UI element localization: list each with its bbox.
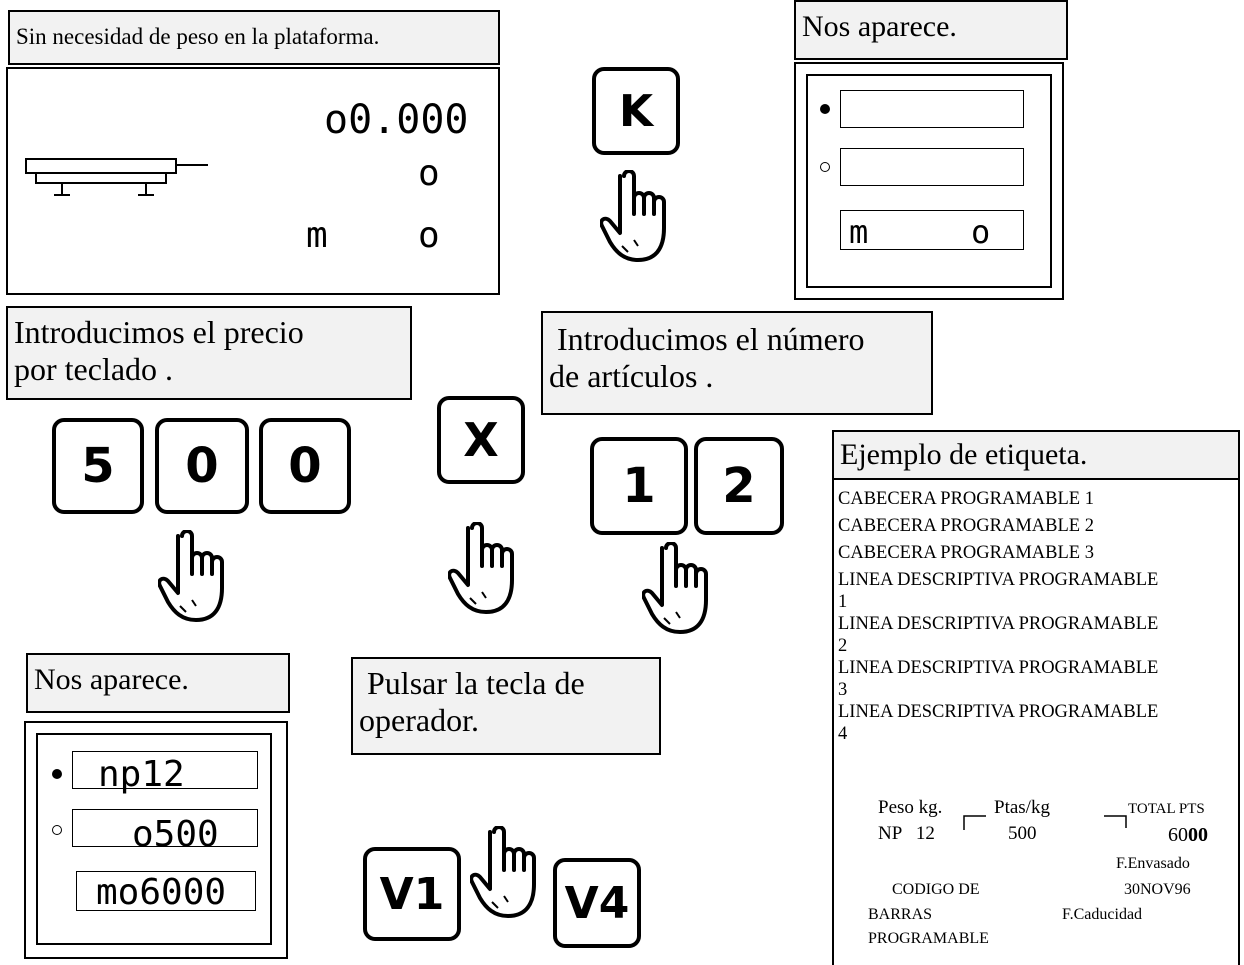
key-k[interactable]: K — [592, 67, 680, 155]
caption-precio: Introducimos el precio por teclado . — [6, 306, 412, 400]
display-m-label: m — [306, 215, 328, 256]
label-example-title: Ejemplo de etiqueta. — [832, 430, 1240, 480]
display3-field-2 — [72, 809, 258, 847]
price-value: 500 — [1008, 823, 1037, 844]
label-line: 3 — [838, 680, 848, 700]
caption-articulos-line-1: Introducimos el número — [549, 321, 865, 357]
caption-operador-line-1: Pulsar la tecla de — [359, 665, 585, 701]
key-2[interactable]: 2 — [694, 437, 784, 535]
caption-nos-aparece-1: Nos aparece. — [794, 0, 1068, 60]
key-0-a[interactable]: 0 — [155, 418, 249, 514]
envasado-date: 30NOV96 — [1124, 881, 1191, 898]
key-x[interactable]: X — [437, 396, 525, 484]
caption-operador-line-2: operador. — [359, 701, 479, 738]
label-line: LINEA DESCRIPTIVA PROGRAMABLE — [838, 614, 1159, 634]
total-header: TOTAL PTS — [1128, 801, 1205, 817]
caption-precio-line-2: por teclado . — [14, 350, 174, 387]
caption-articulos: Introducimos el número de artículos . — [541, 311, 933, 415]
label-line: 4 — [838, 724, 848, 744]
label-line: LINEA DESCRIPTIVA PROGRAMABLE — [838, 702, 1159, 722]
display3-row-1: np12 — [98, 754, 185, 795]
hollow-dot-icon — [820, 162, 830, 172]
display-m-value: o — [418, 215, 440, 256]
field-row-3: m o — [840, 210, 1024, 251]
codigo-line-3: PROGRAMABLE — [868, 930, 989, 947]
label-line: CABECERA PROGRAMABLE 1 — [838, 489, 1094, 509]
display3-row-3: mo6000 — [96, 872, 227, 913]
ptas-header: Ptas/kg — [994, 797, 1050, 818]
display3-field-3 — [76, 871, 256, 911]
scale-platform-icon — [25, 158, 208, 196]
pointing-hand-icon — [158, 530, 224, 622]
caption-operador: Pulsar la tecla de operador. — [351, 657, 661, 755]
field-row-2 — [840, 148, 1024, 186]
display-panel-2: m o — [794, 62, 1064, 300]
label-line: 1 — [838, 592, 848, 612]
np-label: NP 12 — [878, 823, 935, 844]
label-line: LINEA DESCRIPTIVA PROGRAMABLE — [838, 658, 1159, 678]
display-line2: o — [418, 153, 440, 194]
filled-dot-icon — [820, 104, 830, 114]
label-line: CABECERA PROGRAMABLE 2 — [838, 516, 1094, 536]
display3-row-2: o500 — [132, 814, 219, 855]
key-v1[interactable]: V1 — [363, 847, 461, 941]
key-1[interactable]: 1 — [590, 437, 688, 535]
caducidad-label: F.Caducidad — [1062, 906, 1143, 923]
key-0-b[interactable]: 0 — [259, 418, 351, 514]
pointing-hand-icon — [448, 522, 514, 614]
caption-nos-aparece-2: Nos aparece. — [26, 653, 290, 713]
total-value: 6000 — [1168, 824, 1208, 846]
key-v4[interactable]: V4 — [553, 858, 641, 948]
pointing-hand-icon — [600, 170, 666, 262]
codigo-line-2: BARRAS — [868, 906, 933, 923]
filled-dot-icon — [52, 769, 62, 779]
label-line: LINEA DESCRIPTIVA PROGRAMABLE — [838, 570, 1159, 590]
scale-display-panel: o0.000 o m o — [6, 67, 500, 295]
display3-field-1 — [72, 751, 258, 789]
hollow-dot-icon — [52, 825, 62, 835]
caption-no-weight: Sin necesidad de peso en la plataforma. — [8, 10, 500, 65]
label-example-body: CABECERA PROGRAMABLE 1 CABECERA PROGRAMA… — [832, 480, 1240, 965]
label-line: 2 — [838, 636, 848, 656]
peso-header: Peso kg. — [878, 797, 943, 818]
display2-m-label: m — [849, 213, 869, 251]
pointing-hand-icon — [642, 542, 708, 634]
codigo-line-1: CODIGO DE — [892, 881, 980, 898]
field-row-1 — [840, 90, 1024, 128]
caption-articulos-line-2: de artículos . — [549, 357, 714, 394]
display-weight: o0.000 — [324, 97, 469, 143]
bracket-marks — [963, 815, 1127, 830]
caption-precio-line-1: Introducimos el precio — [14, 314, 304, 350]
key-5[interactable]: 5 — [52, 418, 144, 514]
label-line: CABECERA PROGRAMABLE 3 — [838, 543, 1094, 563]
display-panel-3: np12 o500 mo6000 — [24, 721, 288, 959]
pointing-hand-icon — [470, 826, 536, 918]
display2-m-value: o — [971, 213, 991, 251]
envasado-label: F.Envasado — [1116, 855, 1190, 872]
